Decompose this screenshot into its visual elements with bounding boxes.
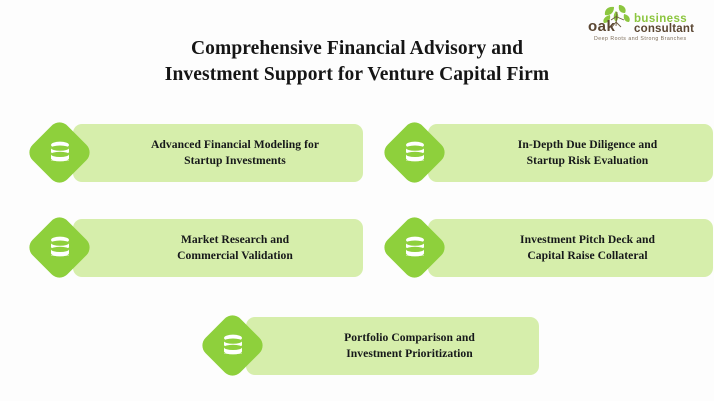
logo-brand-word-2: consultant	[634, 23, 694, 35]
service-card-bar: Portfolio Comparison and Investment Prio…	[246, 317, 539, 375]
service-card-label-line-2: Investment Prioritization	[346, 347, 473, 360]
service-card-bar: Advanced Financial Modeling for Startup …	[73, 124, 363, 182]
page-title-line-2: Investment Support for Venture Capital F…	[164, 64, 550, 85]
database-icon	[198, 311, 268, 381]
service-card-diamond	[379, 212, 450, 283]
service-card-label-line-2: Capital Raise Collateral	[527, 249, 648, 262]
service-card-label-line-1: Portfolio Comparison and	[344, 331, 475, 344]
logo-brand-word-1: business	[634, 13, 687, 25]
service-card-diamond	[24, 117, 95, 188]
service-card-diamond	[24, 212, 95, 283]
logo-tagline: Deep Roots and Strong Branches	[594, 36, 687, 42]
branch-stems	[610, 11, 625, 28]
service-card-label-line-2: Commercial Validation	[177, 249, 293, 262]
service-card-diamond	[197, 310, 268, 381]
database-icon	[25, 213, 95, 283]
oak-business-consultant-logo-svg: oak business consultant Deep Roots and S…	[588, 5, 694, 42]
service-card-label: Portfolio Comparison and Investment Prio…	[300, 330, 485, 362]
service-card-diamond	[379, 117, 450, 188]
service-card-label-line-1: Advanced Financial Modeling for	[150, 138, 320, 151]
company-logo: oak business consultant Deep Roots and S…	[586, 4, 708, 44]
logo-brand-primary: oak	[588, 18, 616, 35]
page-title-line-1: Comprehensive Financial Advisory and	[190, 38, 524, 59]
service-card-label: In-Depth Due Diligence and Startup Risk …	[474, 137, 667, 169]
service-card-bar: Investment Pitch Deck and Capital Raise …	[428, 219, 713, 277]
page-title: Comprehensive Financial Advisory and Inv…	[0, 36, 714, 88]
service-card-bar: In-Depth Due Diligence and Startup Risk …	[428, 124, 713, 182]
database-icon	[380, 213, 450, 283]
service-card-label-line-1: In-Depth Due Diligence and	[517, 138, 658, 151]
service-card-label: Advanced Financial Modeling for Startup …	[107, 137, 329, 169]
service-card-label-line-2: Startup Investments	[184, 154, 286, 167]
service-card-label: Investment Pitch Deck and Capital Raise …	[476, 232, 665, 264]
service-card-bar: Market Research and Commercial Validatio…	[73, 219, 363, 277]
service-card-label: Market Research and Commercial Validatio…	[133, 232, 303, 264]
service-card-label-line-1: Investment Pitch Deck and	[520, 233, 655, 246]
service-card-label-line-2: Startup Risk Evaluation	[526, 154, 649, 167]
service-card-label-line-1: Market Research and	[180, 233, 290, 246]
database-icon	[380, 118, 450, 188]
database-icon	[25, 118, 95, 188]
